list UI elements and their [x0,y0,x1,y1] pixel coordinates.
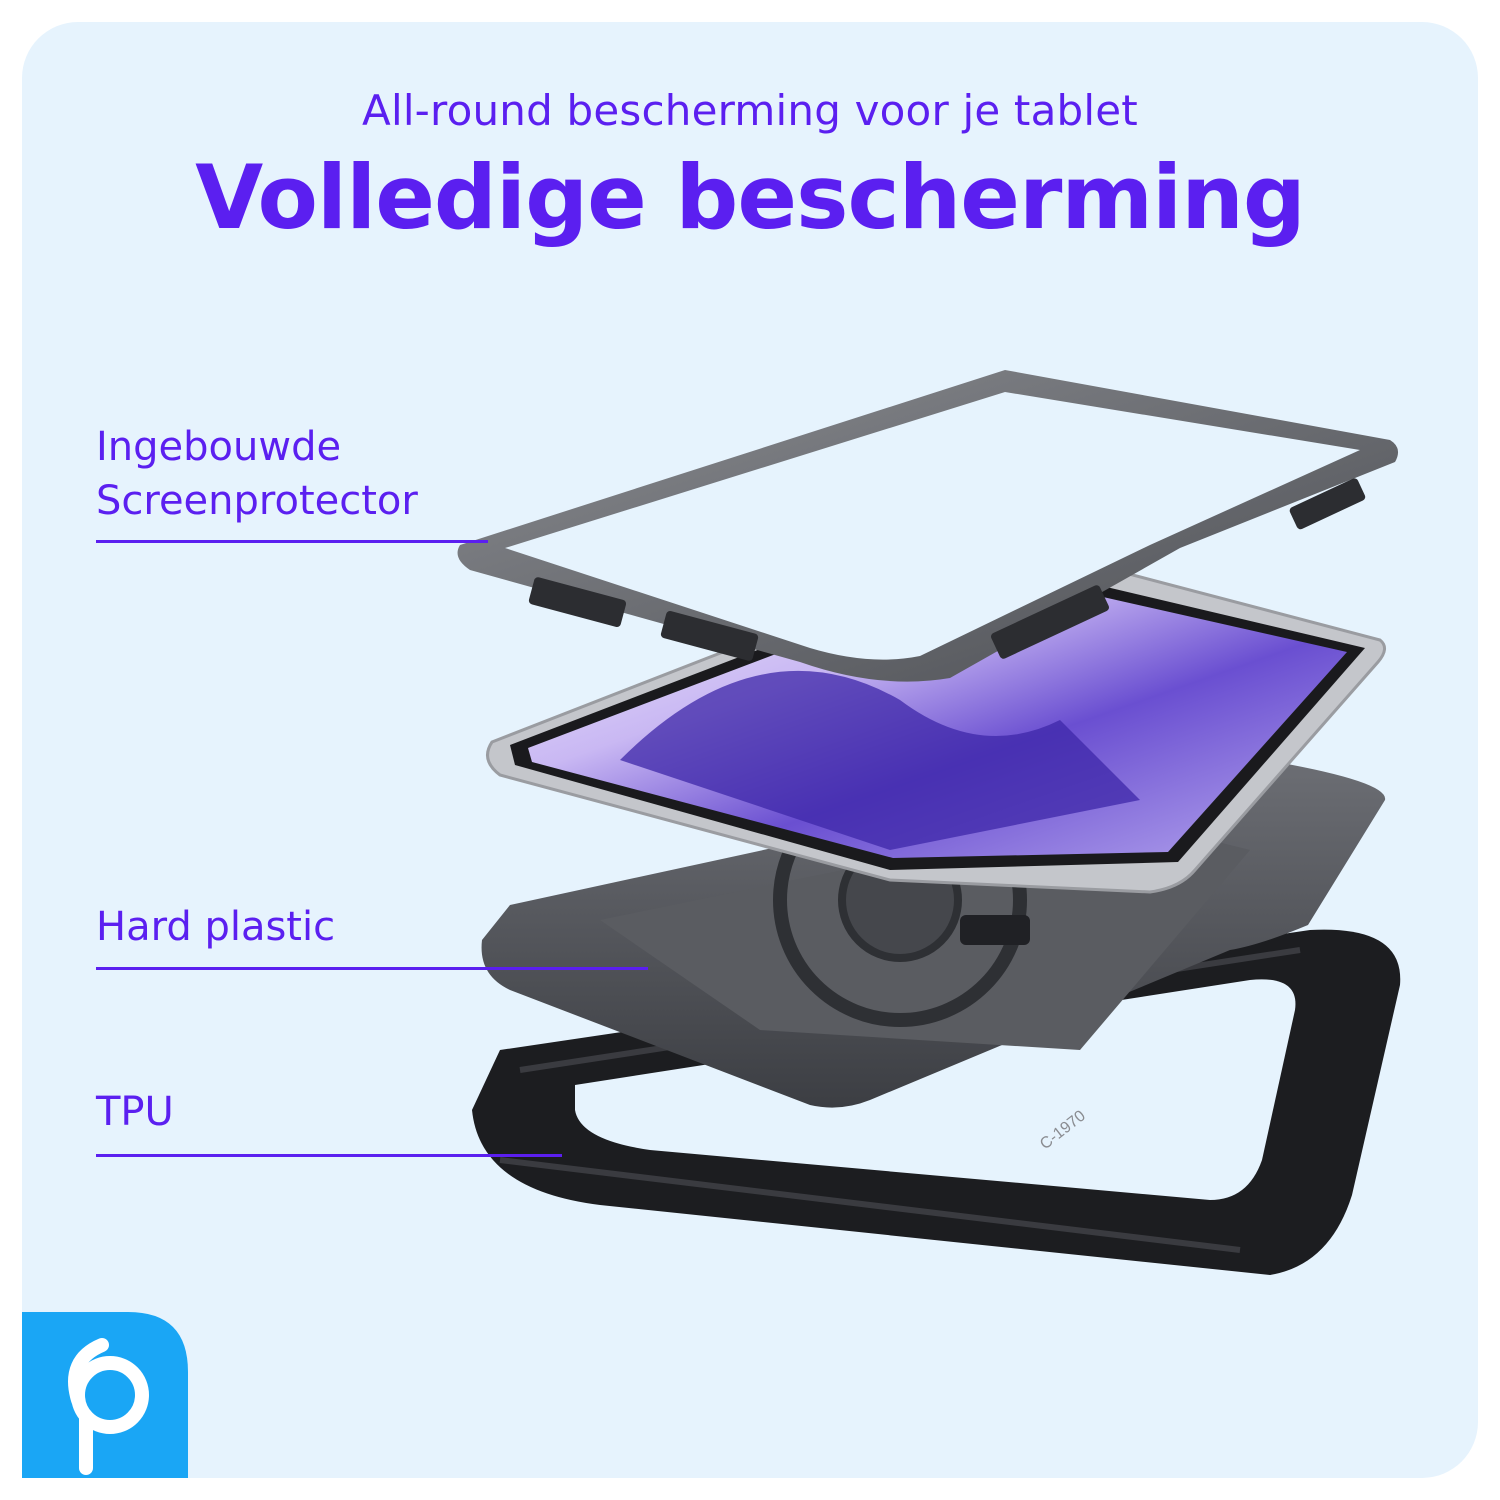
screenprotector-frame [457,370,1399,682]
tablet-device [486,543,1386,894]
callout-screenprotector-line2: Screenprotector [96,478,418,524]
callout-hard-plastic-line [96,967,648,970]
callout-hard-plastic-label: Hard plastic [96,904,336,950]
callout-tpu-line [96,1154,562,1157]
page-title: Volledige bescherming [195,146,1306,249]
page-subtitle: All-round bescherming voor je tablet [362,86,1138,135]
callout-screenprotector-line [96,540,488,543]
callout-screenprotector-line1: Ingebouwde [96,424,342,470]
brand-logo-icon [22,1312,188,1478]
callout-screenprotector-label: Ingebouwde Screenprotector [96,420,418,528]
callout-tpu-label: TPU [96,1089,174,1135]
